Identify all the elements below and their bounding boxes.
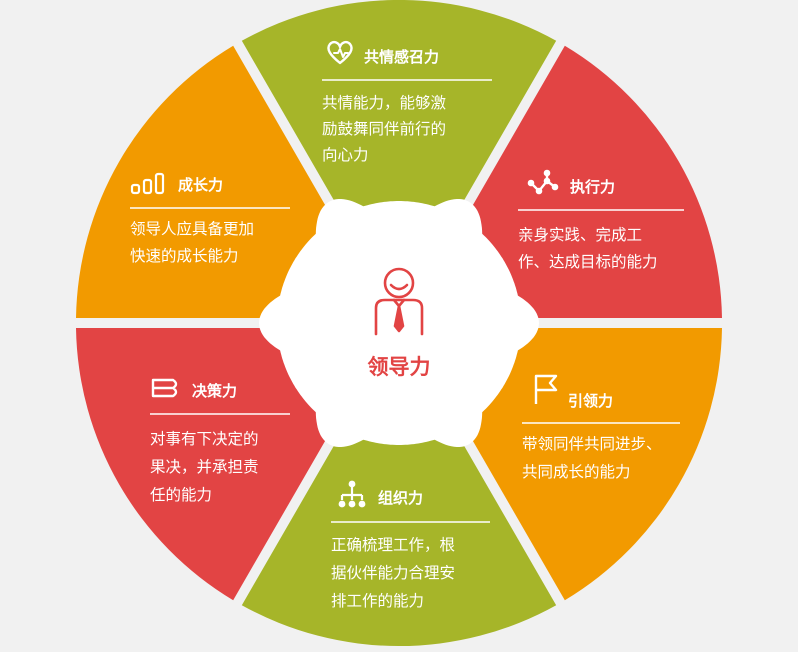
segment-execution-desc-line: 亲身实践、完成工 [518,226,642,244]
segment-growth-desc-line: 快速的成长能力 [130,247,239,265]
center-hub: 领导力 [259,199,539,447]
segment-decision-desc-line: 对事有下决定的 [150,430,259,448]
segment-decision-title: 决策力 [192,382,237,400]
segment-empathy-title: 共情感召力 [364,48,439,66]
leader-icon [374,267,424,336]
segment-decision-desc-line: 任的能力 [150,486,212,504]
flag-icon [534,374,558,404]
segment-empathy-desc-line: 向心力 [322,146,369,164]
segment-execution-desc-line: 作、达成目标的能力 [518,253,658,271]
segment-organize-desc-line: 据伙伴能力合理安 [331,564,455,582]
segment-guidance-desc-line: 带领同伴共同进步、 [522,435,662,453]
bar-growth-icon [130,172,165,195]
org-chart-icon [338,480,366,508]
segment-guidance-title: 引领力 [568,392,613,410]
segment-growth-desc-line: 领导人应具备更加 [130,219,254,238]
decision-icon [151,378,178,398]
heart-icon [327,40,353,65]
segment-growth-title: 成长力 [178,176,223,194]
segment-empathy-desc-line: 共情能力，能够激 [322,94,447,112]
segment-organize-shape [241,325,557,647]
segment-execution-title: 执行力 [570,178,615,196]
segment-organize-title: 组织力 [378,489,423,507]
segment-guidance-desc-line: 共同成长的能力 [522,463,631,481]
segment-decision-desc-line: 果决，并承担责 [150,458,259,476]
segment-empathy-desc-line: 励鼓舞同伴前行的 [322,120,446,138]
center-label: 领导力 [368,355,431,379]
segment-organize-desc-line: 排工作的能力 [331,592,424,610]
network-icon [527,169,559,195]
segment-organize-desc-line: 正确梳理工作，根 [331,536,455,554]
